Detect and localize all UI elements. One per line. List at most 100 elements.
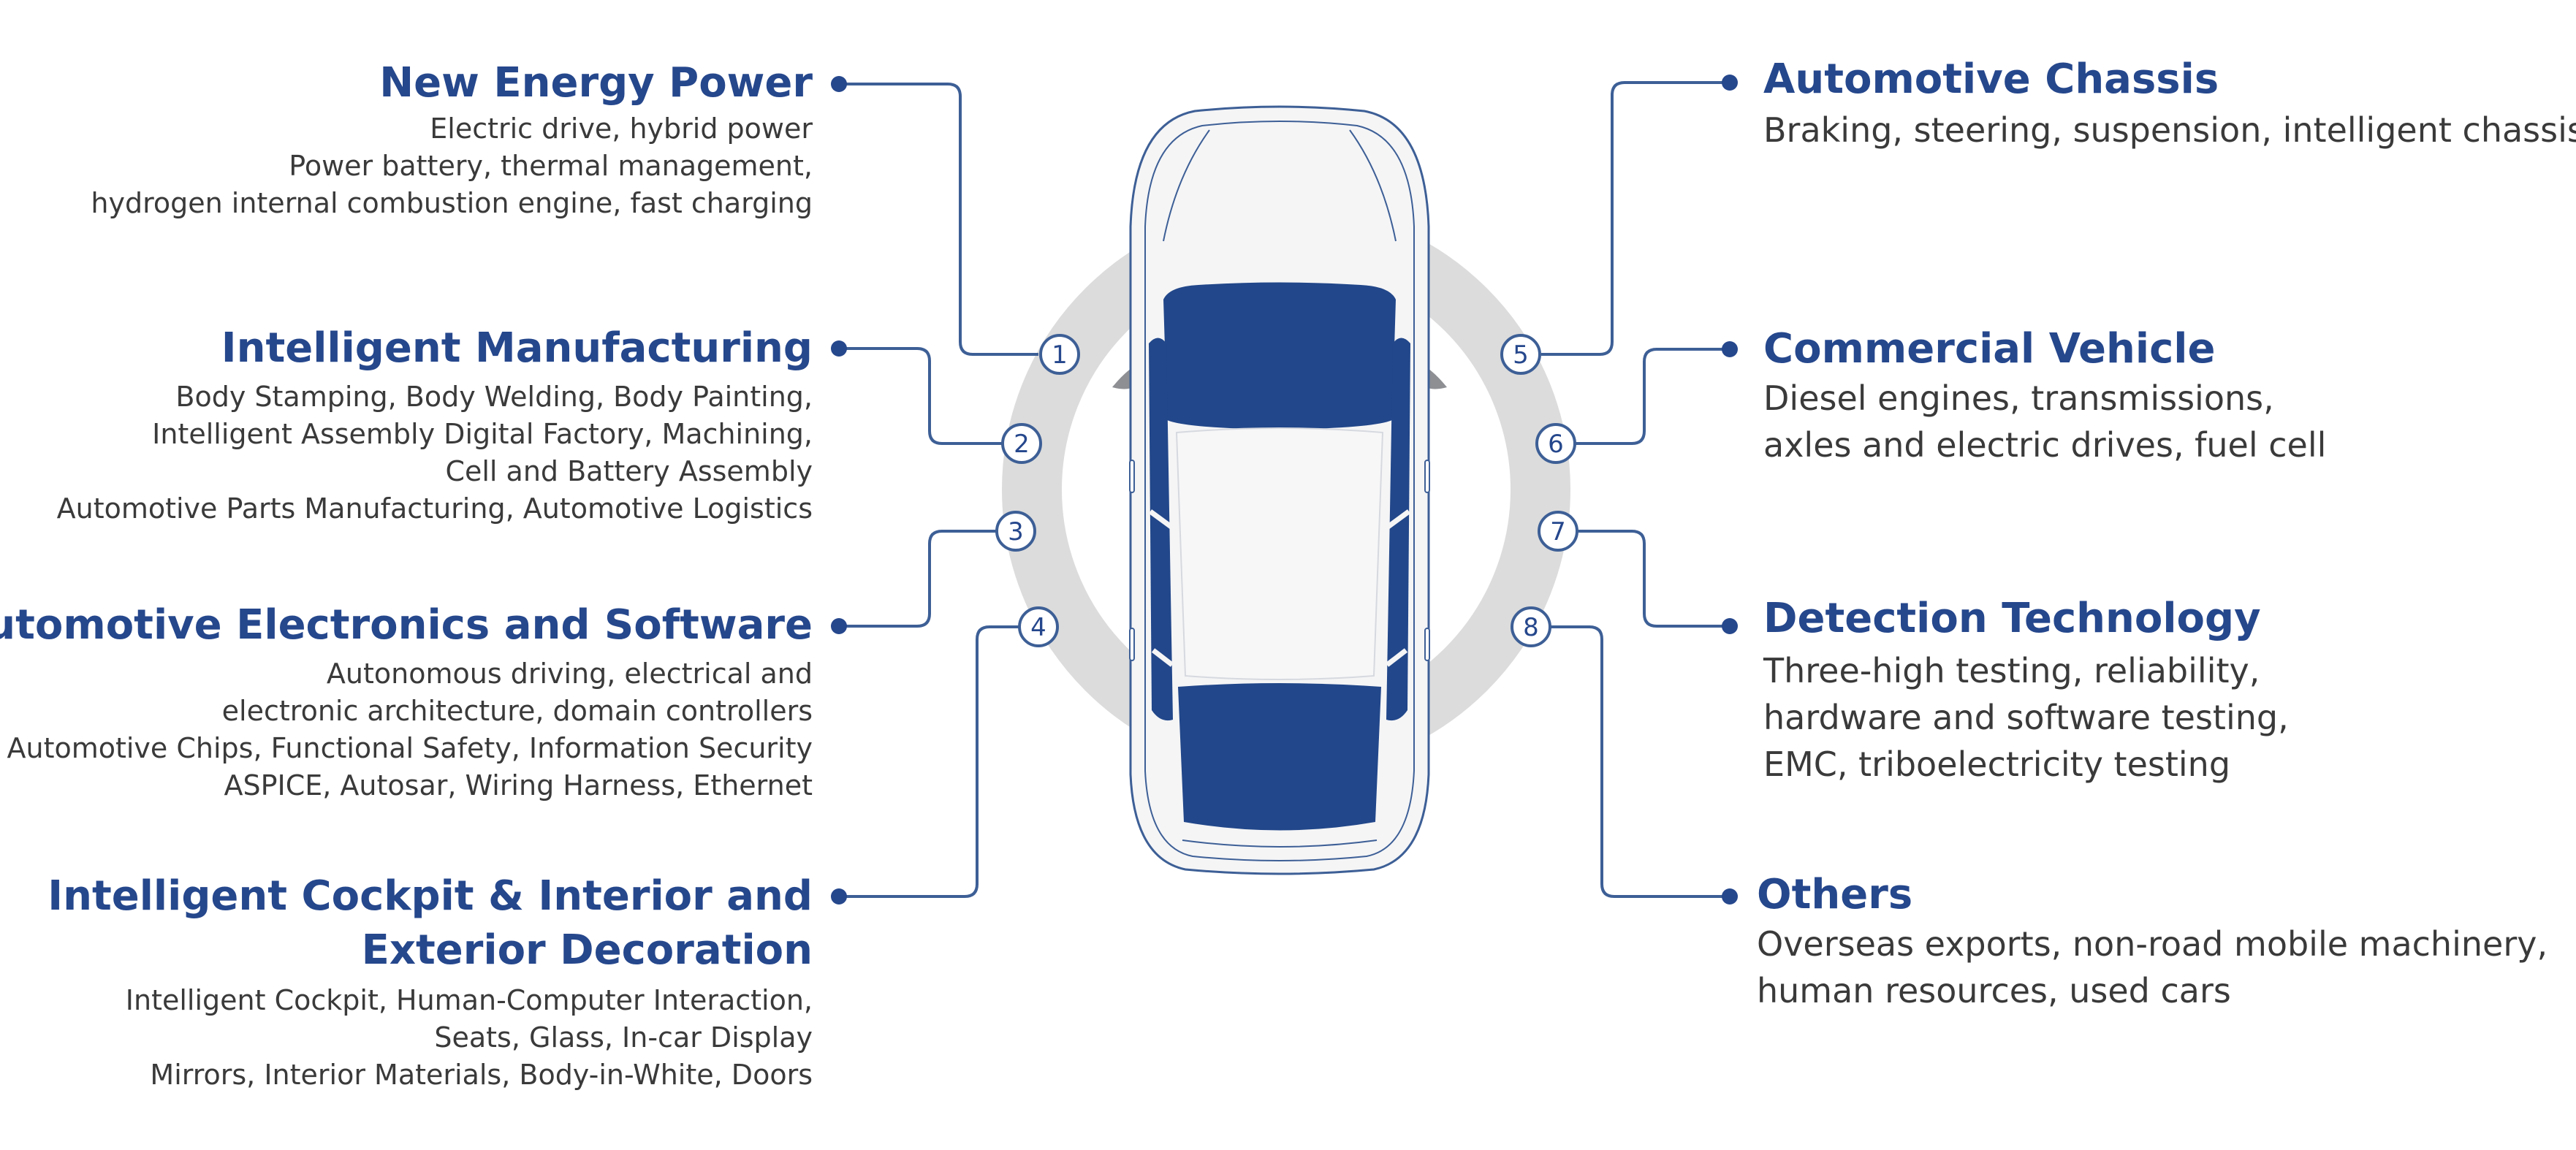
description-line: Mirrors, Interior Materials, Body-in-Whi… <box>150 1059 813 1091</box>
description-line: Automotive Parts Manufacturing, Automoti… <box>56 492 813 525</box>
b-pillar-right <box>1385 509 1411 530</box>
door-handle <box>1424 628 1430 661</box>
title-line: Others <box>1757 871 1913 918</box>
marker-circle <box>1500 334 1541 375</box>
connector-dot <box>831 76 847 92</box>
category-detection-technology: Detection Technology Three-high testing,… <box>1763 593 2567 788</box>
windshield <box>1163 282 1396 430</box>
door-handle <box>1424 460 1430 493</box>
category-title: Automotive Electronics and Software <box>0 598 813 652</box>
connector-5 <box>1541 81 1730 356</box>
category-description: Body Stamping, Body Welding, Body Painti… <box>0 378 813 528</box>
marker-circle <box>1535 423 1576 464</box>
description-line: EMC, triboelectricity testing <box>1763 745 2231 784</box>
connector-3 <box>839 530 996 628</box>
category-title: Intelligent Cockpit & Interior and Exter… <box>0 869 813 978</box>
description-line: Overseas exports, non-road mobile machin… <box>1757 924 2548 964</box>
marker-label: 4 <box>1030 613 1046 642</box>
description-line: Seats, Glass, In-car Display <box>434 1021 813 1054</box>
category-automotive-chassis: Automotive Chassis Braking, steering, su… <box>1763 54 2576 153</box>
connector-6 <box>1575 348 1730 445</box>
description-line: Automotive Chips, Functional Safety, Inf… <box>7 732 813 764</box>
title-line: Intelligent Manufacturing <box>221 324 813 372</box>
right-side-window <box>1386 338 1410 721</box>
description-line: Three-high testing, reliability, <box>1763 651 2260 690</box>
connector-8 <box>1550 625 1730 898</box>
connector-dot <box>831 618 847 634</box>
hood-line-left <box>1163 129 1210 242</box>
title-line: Detection Technology <box>1763 595 2261 642</box>
category-intelligent-cockpit: Intelligent Cockpit & Interior and Exter… <box>0 869 813 1094</box>
category-title: Others <box>1757 869 2561 921</box>
title-line: Exterior Decoration <box>361 926 813 974</box>
category-intelligent-manufacturing: Intelligent Manufacturing Body Stamping,… <box>0 321 813 528</box>
title-line: Automotive Electronics and Software <box>0 601 813 649</box>
category-description: Braking, steering, suspension, intellige… <box>1763 107 2576 153</box>
category-description: Overseas exports, non-road mobile machin… <box>1757 921 2561 1014</box>
connector-2 <box>839 347 1002 445</box>
description-line: Braking, steering, suspension, intellige… <box>1763 110 2576 150</box>
description-line: Body Stamping, Body Welding, Body Painti… <box>175 381 813 413</box>
connector-1 <box>839 83 1038 356</box>
category-title: Automotive Chassis <box>1763 54 2567 105</box>
category-others: Others Overseas exports, non-road mobile… <box>1757 869 2561 1014</box>
door-handle <box>1129 628 1135 661</box>
b-pillar-left <box>1148 509 1174 530</box>
connector-dot <box>831 888 847 905</box>
marker-circle <box>995 511 1036 552</box>
title-line: Automotive Chassis <box>1763 56 2219 103</box>
connector-dot <box>1722 75 1738 91</box>
connector-dot <box>1722 618 1738 634</box>
connector-4 <box>839 625 1019 898</box>
description-line: hardware and software testing, <box>1763 698 2289 737</box>
trunk-line <box>1182 839 1378 848</box>
description-line: axles and electric drives, fuel cell <box>1763 425 2327 465</box>
description-line: human resources, used cars <box>1757 971 2231 1010</box>
number-markers: 1 2 3 4 5 6 7 8 <box>995 334 1578 647</box>
marker-label: 5 <box>1513 340 1529 370</box>
marker-circle <box>1039 334 1080 375</box>
marker-circle <box>1538 511 1578 552</box>
roof <box>1175 427 1384 680</box>
connector-dots <box>831 75 1738 905</box>
category-title: Intelligent Manufacturing <box>0 321 813 376</box>
connector-7 <box>1577 530 1730 628</box>
rear-window <box>1178 683 1381 831</box>
connector-dot <box>1722 341 1738 357</box>
category-description: Diesel engines, transmissions, axles and… <box>1763 375 2567 468</box>
door-handle <box>1129 460 1135 493</box>
title-line: Commercial Vehicle <box>1763 325 2216 373</box>
category-description: Intelligent Cockpit, Human-Computer Inte… <box>0 982 813 1094</box>
category-commercial-vehicle: Commercial Vehicle Diesel engines, trans… <box>1763 324 2567 468</box>
title-line: Intelligent Cockpit & Interior and <box>48 872 813 920</box>
description-line: hydrogen internal combustion engine, fas… <box>91 187 813 219</box>
connector-dot <box>831 340 847 357</box>
description-line: Power battery, thermal management, <box>289 150 813 182</box>
marker-label: 8 <box>1523 613 1539 642</box>
c-pillar-left <box>1151 648 1174 667</box>
category-title: Commercial Vehicle <box>1763 324 2567 375</box>
description-line: Autonomous driving, electrical and <box>326 658 813 690</box>
marker-circle <box>1001 423 1042 464</box>
car-body-inner <box>1144 121 1415 861</box>
marker-circle <box>1018 606 1059 647</box>
marker-label: 6 <box>1548 430 1564 459</box>
category-new-energy-power: New Energy Power Electric drive, hybrid … <box>0 56 813 222</box>
category-title: Detection Technology <box>1763 593 2567 644</box>
car-illustration <box>1112 105 1447 875</box>
marker-circle <box>1511 606 1551 647</box>
hood-line-right <box>1349 129 1397 242</box>
marker-label: 3 <box>1008 517 1024 547</box>
category-description: Three-high testing, reliability, hardwar… <box>1763 647 2567 788</box>
category-description: Autonomous driving, electrical and elect… <box>0 655 813 804</box>
marker-label: 2 <box>1014 430 1030 459</box>
marker-label: 7 <box>1550 517 1566 547</box>
category-title: New Energy Power <box>0 56 813 110</box>
description-line: electronic architecture, domain controll… <box>221 695 813 727</box>
description-line: Intelligent Assembly Digital Factory, Ma… <box>152 418 813 450</box>
connector-dot <box>1722 888 1738 905</box>
description-line: Cell and Battery Assembly <box>445 455 813 487</box>
connector-lines <box>839 81 1730 898</box>
